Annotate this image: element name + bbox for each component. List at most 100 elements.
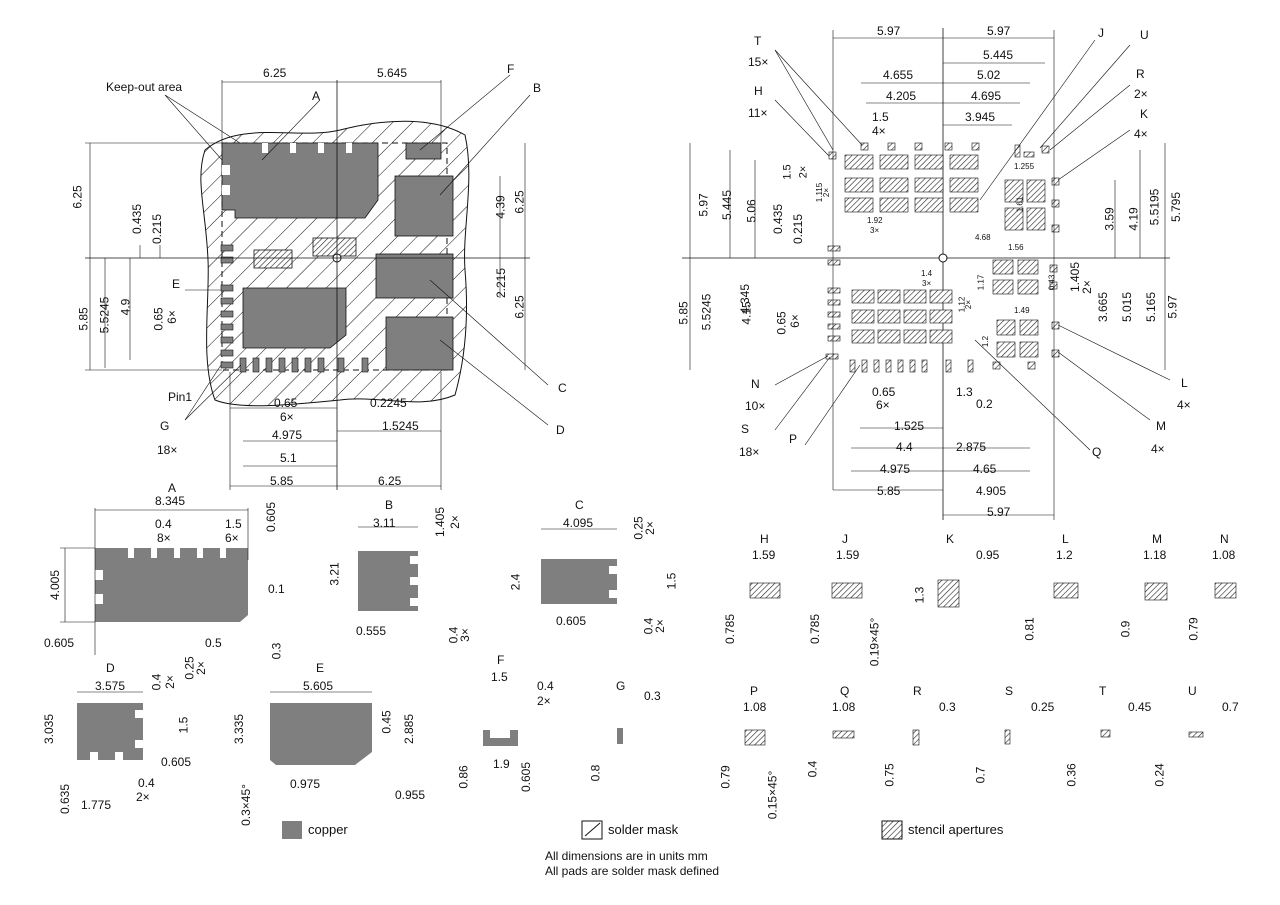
rv-top-3: 5.445	[983, 48, 1014, 62]
dim-left-3: 0.215	[150, 213, 165, 245]
detail-q-dim-1: 1.08	[832, 700, 856, 714]
detail-d-dim-6: 3.035	[42, 713, 57, 745]
callout-e: E	[172, 277, 181, 291]
rv-left-17: 6×	[787, 314, 802, 328]
pad-d	[385, 316, 454, 371]
detail-q-dim-2: 0.4	[805, 760, 820, 778]
rv-callout-k-count: 4×	[1134, 127, 1148, 141]
detail-h-dim-1: 1.59	[752, 548, 776, 562]
detail-c-dim-1: 4.095	[563, 516, 594, 530]
rv-left-4: 0.435	[771, 203, 786, 235]
legend-copper-label: copper	[308, 822, 348, 837]
detail-a-dim-8: 0.1	[268, 582, 285, 596]
rv-inner-10: 0.43	[1047, 274, 1057, 291]
detail-m-dim-1: 1.18	[1143, 548, 1167, 562]
detail-p-dim-1: 1.08	[743, 700, 767, 714]
detail-c-dim-3: 2×	[642, 521, 657, 535]
detail-d-dim-1: 3.575	[95, 679, 126, 693]
detail-p-dim-2: 0.79	[718, 765, 733, 789]
detail-n-dim-1: 1.08	[1212, 548, 1236, 562]
detail-t-title: T	[1099, 684, 1107, 698]
detail-t-dim-2: 0.36	[1064, 763, 1079, 787]
detail-d-dim-8: 0.605	[161, 755, 192, 769]
detail-e-dim-7: 0.3×45°	[238, 784, 253, 826]
detail-c-title: C	[575, 498, 584, 512]
dim-left-5: 5.5245	[97, 296, 112, 334]
rv-bottom-12: 5.97	[987, 505, 1011, 519]
detail-e-shape	[270, 703, 372, 765]
g-count: 18×	[157, 443, 178, 457]
dim-bottom-5: 1.5245	[382, 419, 419, 433]
detail-e-dim-4: 2.885	[402, 713, 417, 745]
detail-b-dim-5: 0.555	[356, 624, 387, 638]
rv-bottom-11: 4.905	[976, 484, 1007, 498]
rv-left-16: 0.65	[774, 311, 789, 335]
detail-e-dim-1: 5.605	[303, 679, 334, 693]
rv-callout-u: U	[1140, 28, 1149, 42]
rv-callout-p: P	[789, 432, 798, 446]
legend-copper-swatch	[282, 821, 302, 839]
detail-k-dim-2: 1.3	[912, 586, 927, 604]
detail-f-dim-2: 0.4	[537, 679, 554, 693]
detail-b-dim-3: 2×	[447, 515, 462, 529]
pad-f	[405, 142, 442, 160]
detail-a-dim-10: 0.5	[205, 636, 222, 650]
detail-d-title: D	[106, 661, 115, 675]
detail-b-dim-7: 3×	[457, 628, 472, 642]
rv-bottom-1: 0.65	[872, 385, 896, 399]
pad-c	[375, 253, 454, 299]
detail-h-title: H	[760, 532, 769, 546]
dim-top-1: 6.25	[263, 66, 287, 80]
detail-j-dim-1: 1.59	[836, 548, 860, 562]
detail-m-title: M	[1152, 532, 1162, 546]
dim-left-1: 6.25	[70, 185, 85, 209]
rv-inner-4: 1.56	[1008, 243, 1024, 252]
detail-n-dim-2: 0.79	[1186, 617, 1201, 641]
detail-u-dim-1: 0.7	[1222, 700, 1239, 714]
detail-r-dim-2: 0.75	[882, 763, 897, 787]
detail-f-dim-4: 0.86	[456, 765, 471, 789]
detail-g-dim-2: 0.8	[588, 764, 603, 782]
pad-e	[242, 287, 347, 349]
detail-shapes	[60, 508, 623, 765]
rv-left-6: 1.5	[781, 164, 794, 180]
detail-p-dim-3: 0.15×45°	[765, 770, 780, 820]
legend-stencil-swatch	[881, 820, 903, 840]
rv-top-7: 4.695	[971, 89, 1002, 103]
dim-left-7: 0.65	[151, 307, 166, 331]
rv-callout-t-count: 15×	[748, 55, 769, 69]
dim-right-4: 6.25	[512, 295, 527, 319]
rv-callout-t: T	[754, 34, 762, 48]
rv-callout-m-count: 4×	[1151, 442, 1165, 456]
rv-right-8: 5.015	[1120, 291, 1135, 323]
dim-right-1: 4.39	[493, 195, 508, 219]
detail-a-dim-2: 0.4	[155, 517, 172, 531]
rv-left-1: 5.97	[696, 193, 711, 217]
detail-q-title: Q	[840, 684, 850, 698]
detail-a-shape	[95, 548, 248, 622]
dim-top-2: 5.645	[377, 66, 408, 80]
callout-c: C	[558, 381, 567, 395]
callout-a: A	[312, 89, 321, 103]
detail-a-dim-4: 1.5	[225, 517, 242, 531]
note-units: All dimensions are in units mm	[545, 849, 708, 863]
rv-left-10: 1.92	[867, 216, 883, 225]
pad-a	[221, 142, 379, 219]
dim-left-2: 0.435	[130, 203, 145, 235]
detail-d-dim-12: 1.775	[81, 798, 112, 812]
detail-g-shape	[617, 728, 623, 744]
rv-bottom-8: 4.975	[880, 462, 911, 476]
detail-d-dim-7: 1.5	[176, 716, 191, 734]
rv-callout-s-count: 18×	[739, 445, 760, 459]
keepout-label: Keep-out area	[106, 80, 183, 94]
callout-b: B	[533, 81, 542, 95]
rv-top-9: 4×	[872, 124, 886, 138]
rv-right-2: 4.19	[1126, 207, 1141, 231]
detail-b-dim-4: 3.21	[327, 562, 342, 586]
dim-left-6: 4.9	[118, 298, 133, 316]
rv-top-6: 4.205	[886, 89, 917, 103]
rv-callout-q: Q	[1092, 445, 1102, 459]
detail-b-title: B	[385, 498, 394, 512]
rv-inner-8: 2×	[964, 299, 974, 310]
